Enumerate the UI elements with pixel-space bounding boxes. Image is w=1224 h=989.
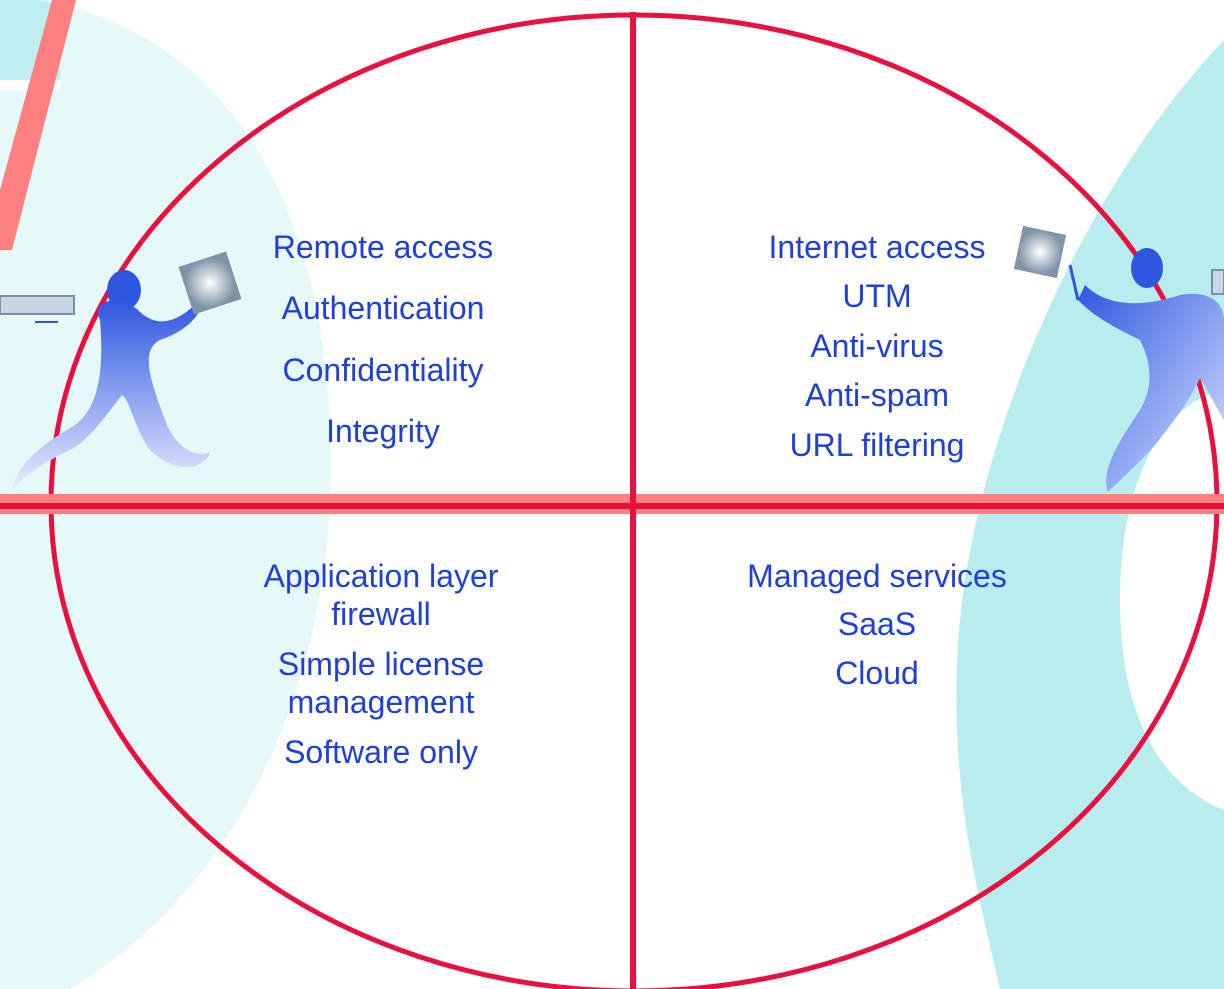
- quadrant-top-left: Remote access Authentication Confidentia…: [230, 228, 536, 474]
- feature-remote-access: Remote access: [272, 229, 494, 265]
- feature-url-filtering: URL filtering: [789, 426, 965, 463]
- feature-application-layer-firewall: Application layer firewall: [263, 558, 499, 633]
- feature-utm: UTM: [842, 278, 912, 315]
- feature-saas: SaaS: [837, 606, 917, 643]
- network-node-icon: [178, 251, 242, 315]
- feature-software-only: Software only: [284, 733, 478, 770]
- feature-authentication: Authentication: [281, 290, 485, 327]
- feature-integrity: Integrity: [326, 413, 440, 450]
- feature-internet-access: Internet access: [768, 229, 986, 265]
- network-node-right-icon: [1013, 225, 1067, 279]
- feature-cloud: Cloud: [835, 654, 919, 691]
- quadrant-bottom-right: Managed services SaaS Cloud: [712, 557, 1042, 702]
- feature-confidentiality: Confidentiality: [282, 351, 484, 388]
- person-left-icon: [0, 270, 210, 490]
- quadrant-top-right: Internet access UTM Anti-virus Anti-spam…: [720, 228, 1034, 475]
- feature-anti-virus: Anti-virus: [810, 327, 944, 364]
- feature-managed-services: Managed services: [747, 558, 1007, 594]
- feature-simple-license-management: Simple license management: [277, 645, 485, 721]
- feature-anti-spam: Anti-spam: [804, 377, 950, 414]
- person-right-icon: [1068, 248, 1224, 492]
- quadrant-bottom-left: Application layer firewall Simple licens…: [215, 557, 547, 782]
